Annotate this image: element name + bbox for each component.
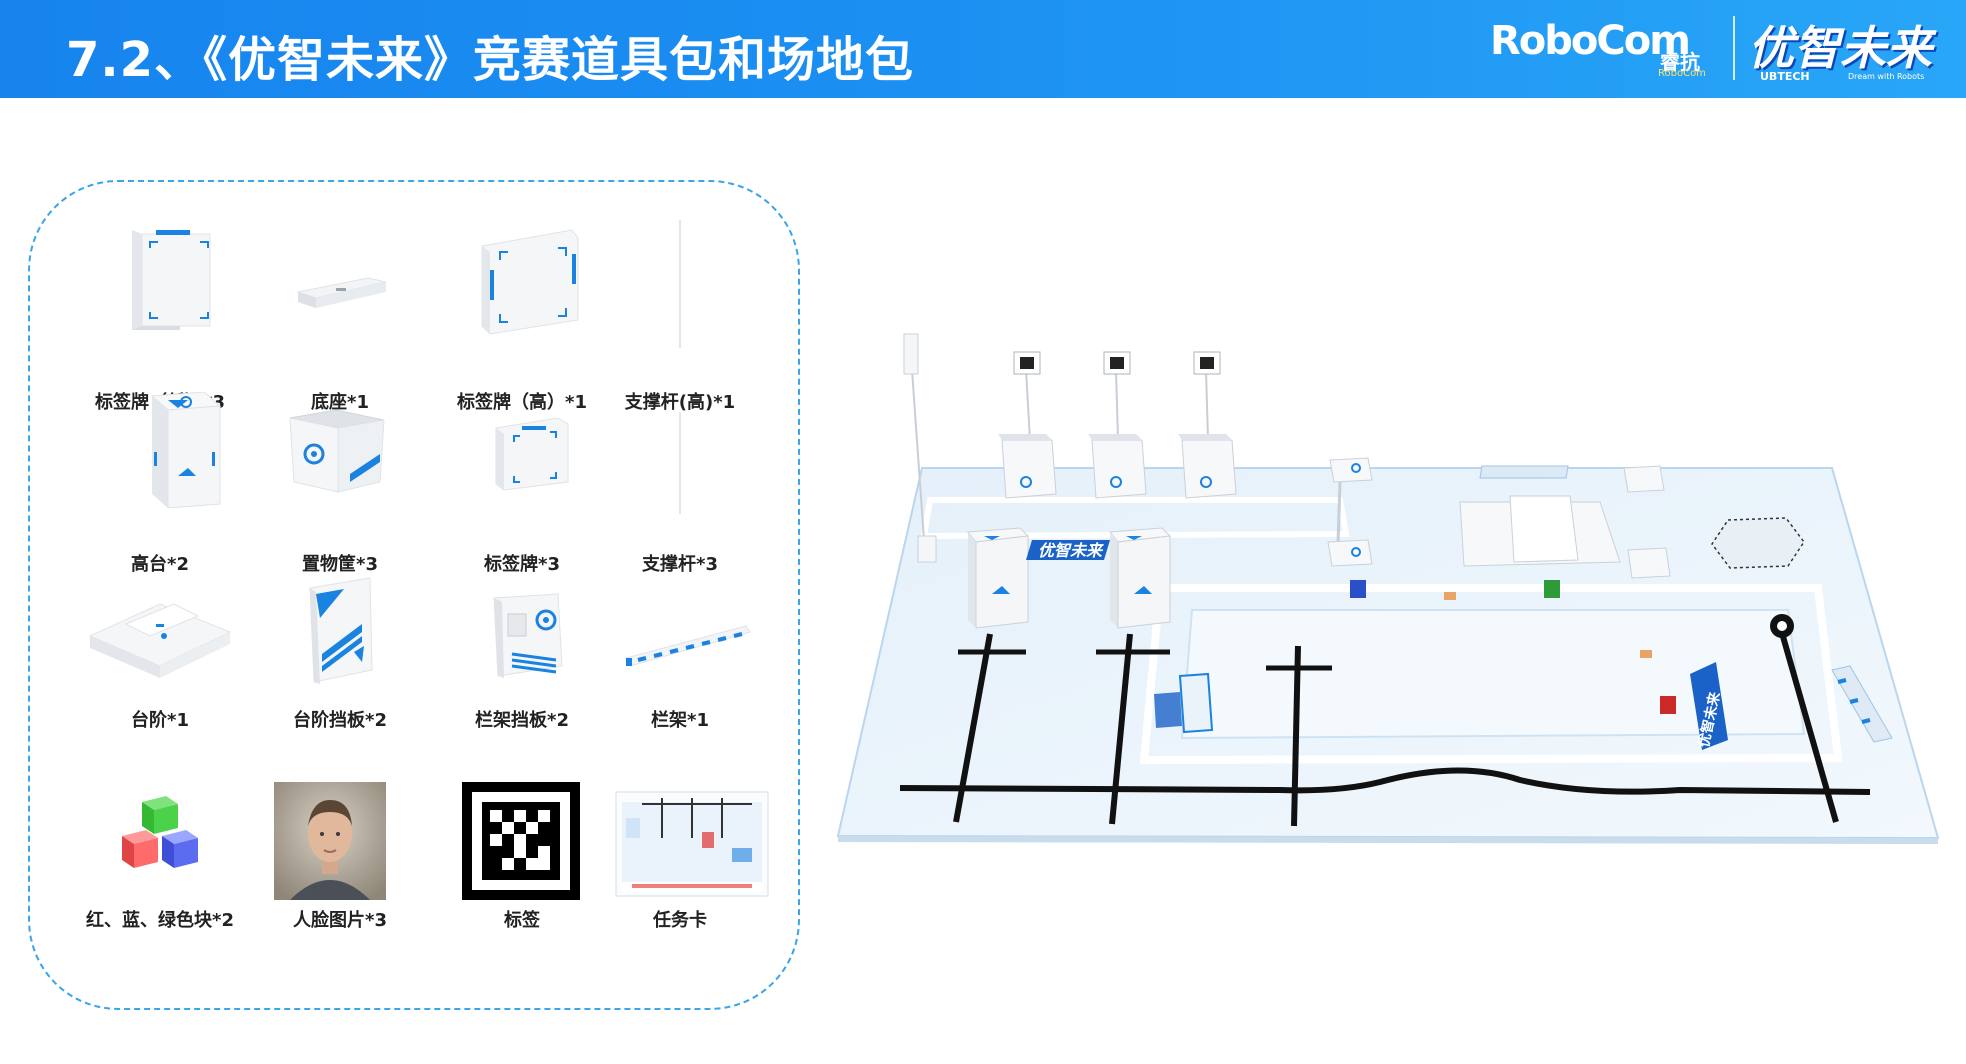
item-label: 台阶挡板*2 bbox=[293, 710, 387, 731]
item-face-photo: 人脸图片*3 bbox=[250, 778, 430, 948]
base-icon bbox=[250, 220, 430, 350]
item-label: 台阶*1 bbox=[131, 710, 189, 731]
high-platform-icon bbox=[70, 392, 250, 522]
item-storage-basket: 置物筐*3 bbox=[250, 392, 430, 575]
item-label: 支撑杆*3 bbox=[642, 554, 718, 575]
support-rod-icon bbox=[590, 392, 770, 522]
item-label: 栏架*1 bbox=[651, 710, 709, 731]
item-support-rod-high: 支撑杆(高)*1 bbox=[590, 220, 770, 413]
item-label: 红、蓝、绿色块*2 bbox=[86, 910, 234, 931]
item-color-blocks: 红、蓝、绿色块*2 bbox=[70, 778, 250, 948]
header-bar: 7.2、《优智未来》竞赛道具包和场地包 RoboCom 睿抗 RoboCom 优… bbox=[0, 0, 1966, 98]
step-icon bbox=[70, 574, 250, 704]
item-label-board-high: 标签牌（高）*1 bbox=[432, 220, 612, 413]
item-task-card: 任务卡 bbox=[602, 778, 782, 948]
item-label: 任务卡 bbox=[653, 910, 707, 931]
item-label: 支撑杆(高)*1 bbox=[624, 392, 736, 413]
item-label: 底座*1 bbox=[311, 392, 369, 413]
item-step-baffle: 台阶挡板*2 bbox=[250, 574, 430, 744]
item-step: 台阶*1 bbox=[70, 574, 250, 744]
ubtech-slogan: Dream with Robots bbox=[1848, 72, 1925, 81]
item-label: 高台*2 bbox=[131, 554, 189, 575]
item-label: 栏架挡板*2 bbox=[475, 710, 569, 731]
robocom-logo-text: RoboCom bbox=[1490, 18, 1691, 64]
item-label-board: 标签牌*3 bbox=[432, 392, 612, 575]
storage-basket-icon bbox=[250, 392, 430, 522]
rail-icon bbox=[590, 574, 770, 704]
item-rail: 栏架*1 bbox=[590, 574, 770, 744]
item-label-board-low: 标签牌（低）*3 bbox=[70, 220, 250, 413]
face-photo-icon bbox=[250, 778, 430, 908]
ruikang-logo-subtext: RoboCom bbox=[1658, 68, 1706, 79]
competition-field-icon: 优智未来 优智未来 bbox=[820, 330, 1940, 850]
label-board-high-icon bbox=[432, 220, 612, 350]
item-support-rod: 支撑杆*3 bbox=[590, 392, 770, 575]
item-base: 底座*1 bbox=[250, 220, 430, 413]
support-rod-high-icon bbox=[590, 220, 770, 350]
item-label: 标签牌*3 bbox=[484, 554, 560, 575]
item-label: 标签牌（高）*1 bbox=[457, 392, 587, 413]
item-label: 人脸图片*3 bbox=[293, 910, 387, 931]
label-board-low-icon bbox=[70, 220, 250, 350]
page-title: 7.2、《优智未来》竞赛道具包和场地包 bbox=[66, 32, 915, 88]
item-label: 置物筐*3 bbox=[302, 554, 378, 575]
robocom-logo: RoboCom 睿抗 RoboCom bbox=[1490, 18, 1712, 80]
task-card-icon bbox=[602, 778, 782, 908]
ruikang-logo-text: 睿抗 bbox=[1660, 50, 1700, 74]
logo-divider bbox=[1733, 16, 1735, 80]
svg-text:优智未来: 优智未来 bbox=[1038, 541, 1104, 560]
item-aruco-marker: 标签 bbox=[432, 778, 612, 948]
aruco-marker-icon bbox=[432, 778, 612, 908]
item-rail-baffle: 栏架挡板*2 bbox=[432, 574, 612, 744]
color-blocks-icon bbox=[70, 778, 250, 908]
label-board-icon bbox=[432, 392, 612, 522]
ubtech-logo: UBTECH bbox=[1760, 70, 1810, 83]
item-label: 标签 bbox=[504, 910, 540, 931]
props-panel: 标签牌（低）*3 底座*1 标签牌（高）*1 bbox=[28, 180, 800, 1010]
item-high-platform: 高台*2 bbox=[70, 392, 250, 575]
step-baffle-icon bbox=[250, 574, 430, 704]
rail-baffle-icon bbox=[432, 574, 612, 704]
yzwl-logo: 优智未来 bbox=[1748, 21, 1932, 75]
